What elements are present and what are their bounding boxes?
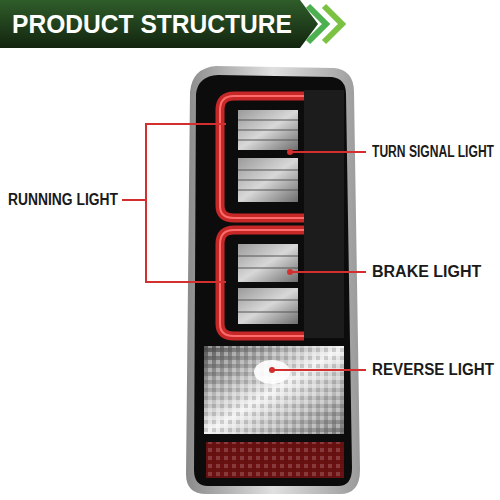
part-label: BRAKE LIGHT <box>372 263 481 281</box>
reverse-bulb <box>254 360 290 384</box>
reverse-lens <box>204 346 344 434</box>
brake-led <box>238 244 298 282</box>
running-light-tube <box>220 230 304 336</box>
housing <box>186 66 360 494</box>
reflector-pattern <box>206 442 344 478</box>
led-stripes <box>238 256 298 312</box>
leader-dots <box>269 149 293 373</box>
part-label: TURN SIGNAL LIGHT <box>372 143 494 161</box>
title: PRODUCT STRUCTURE <box>12 9 292 39</box>
chevron <box>308 6 326 42</box>
reverse-pattern <box>204 346 344 434</box>
turn-signal-led <box>238 110 298 150</box>
part-label: RUNNING LIGHT <box>8 191 118 209</box>
chevron <box>324 6 342 42</box>
lens-segment <box>304 90 344 338</box>
lens <box>194 75 352 486</box>
title-banner <box>0 0 318 48</box>
tube-highlight <box>220 96 304 218</box>
led-stripes <box>238 120 298 190</box>
tube-highlight <box>220 230 304 336</box>
brake-led <box>238 288 298 324</box>
running-light-tube <box>220 96 304 218</box>
leader-lines <box>122 124 366 370</box>
turn-signal-led <box>238 158 298 202</box>
part-label: REVERSE LIGHT <box>372 361 494 379</box>
reflector <box>206 442 344 478</box>
